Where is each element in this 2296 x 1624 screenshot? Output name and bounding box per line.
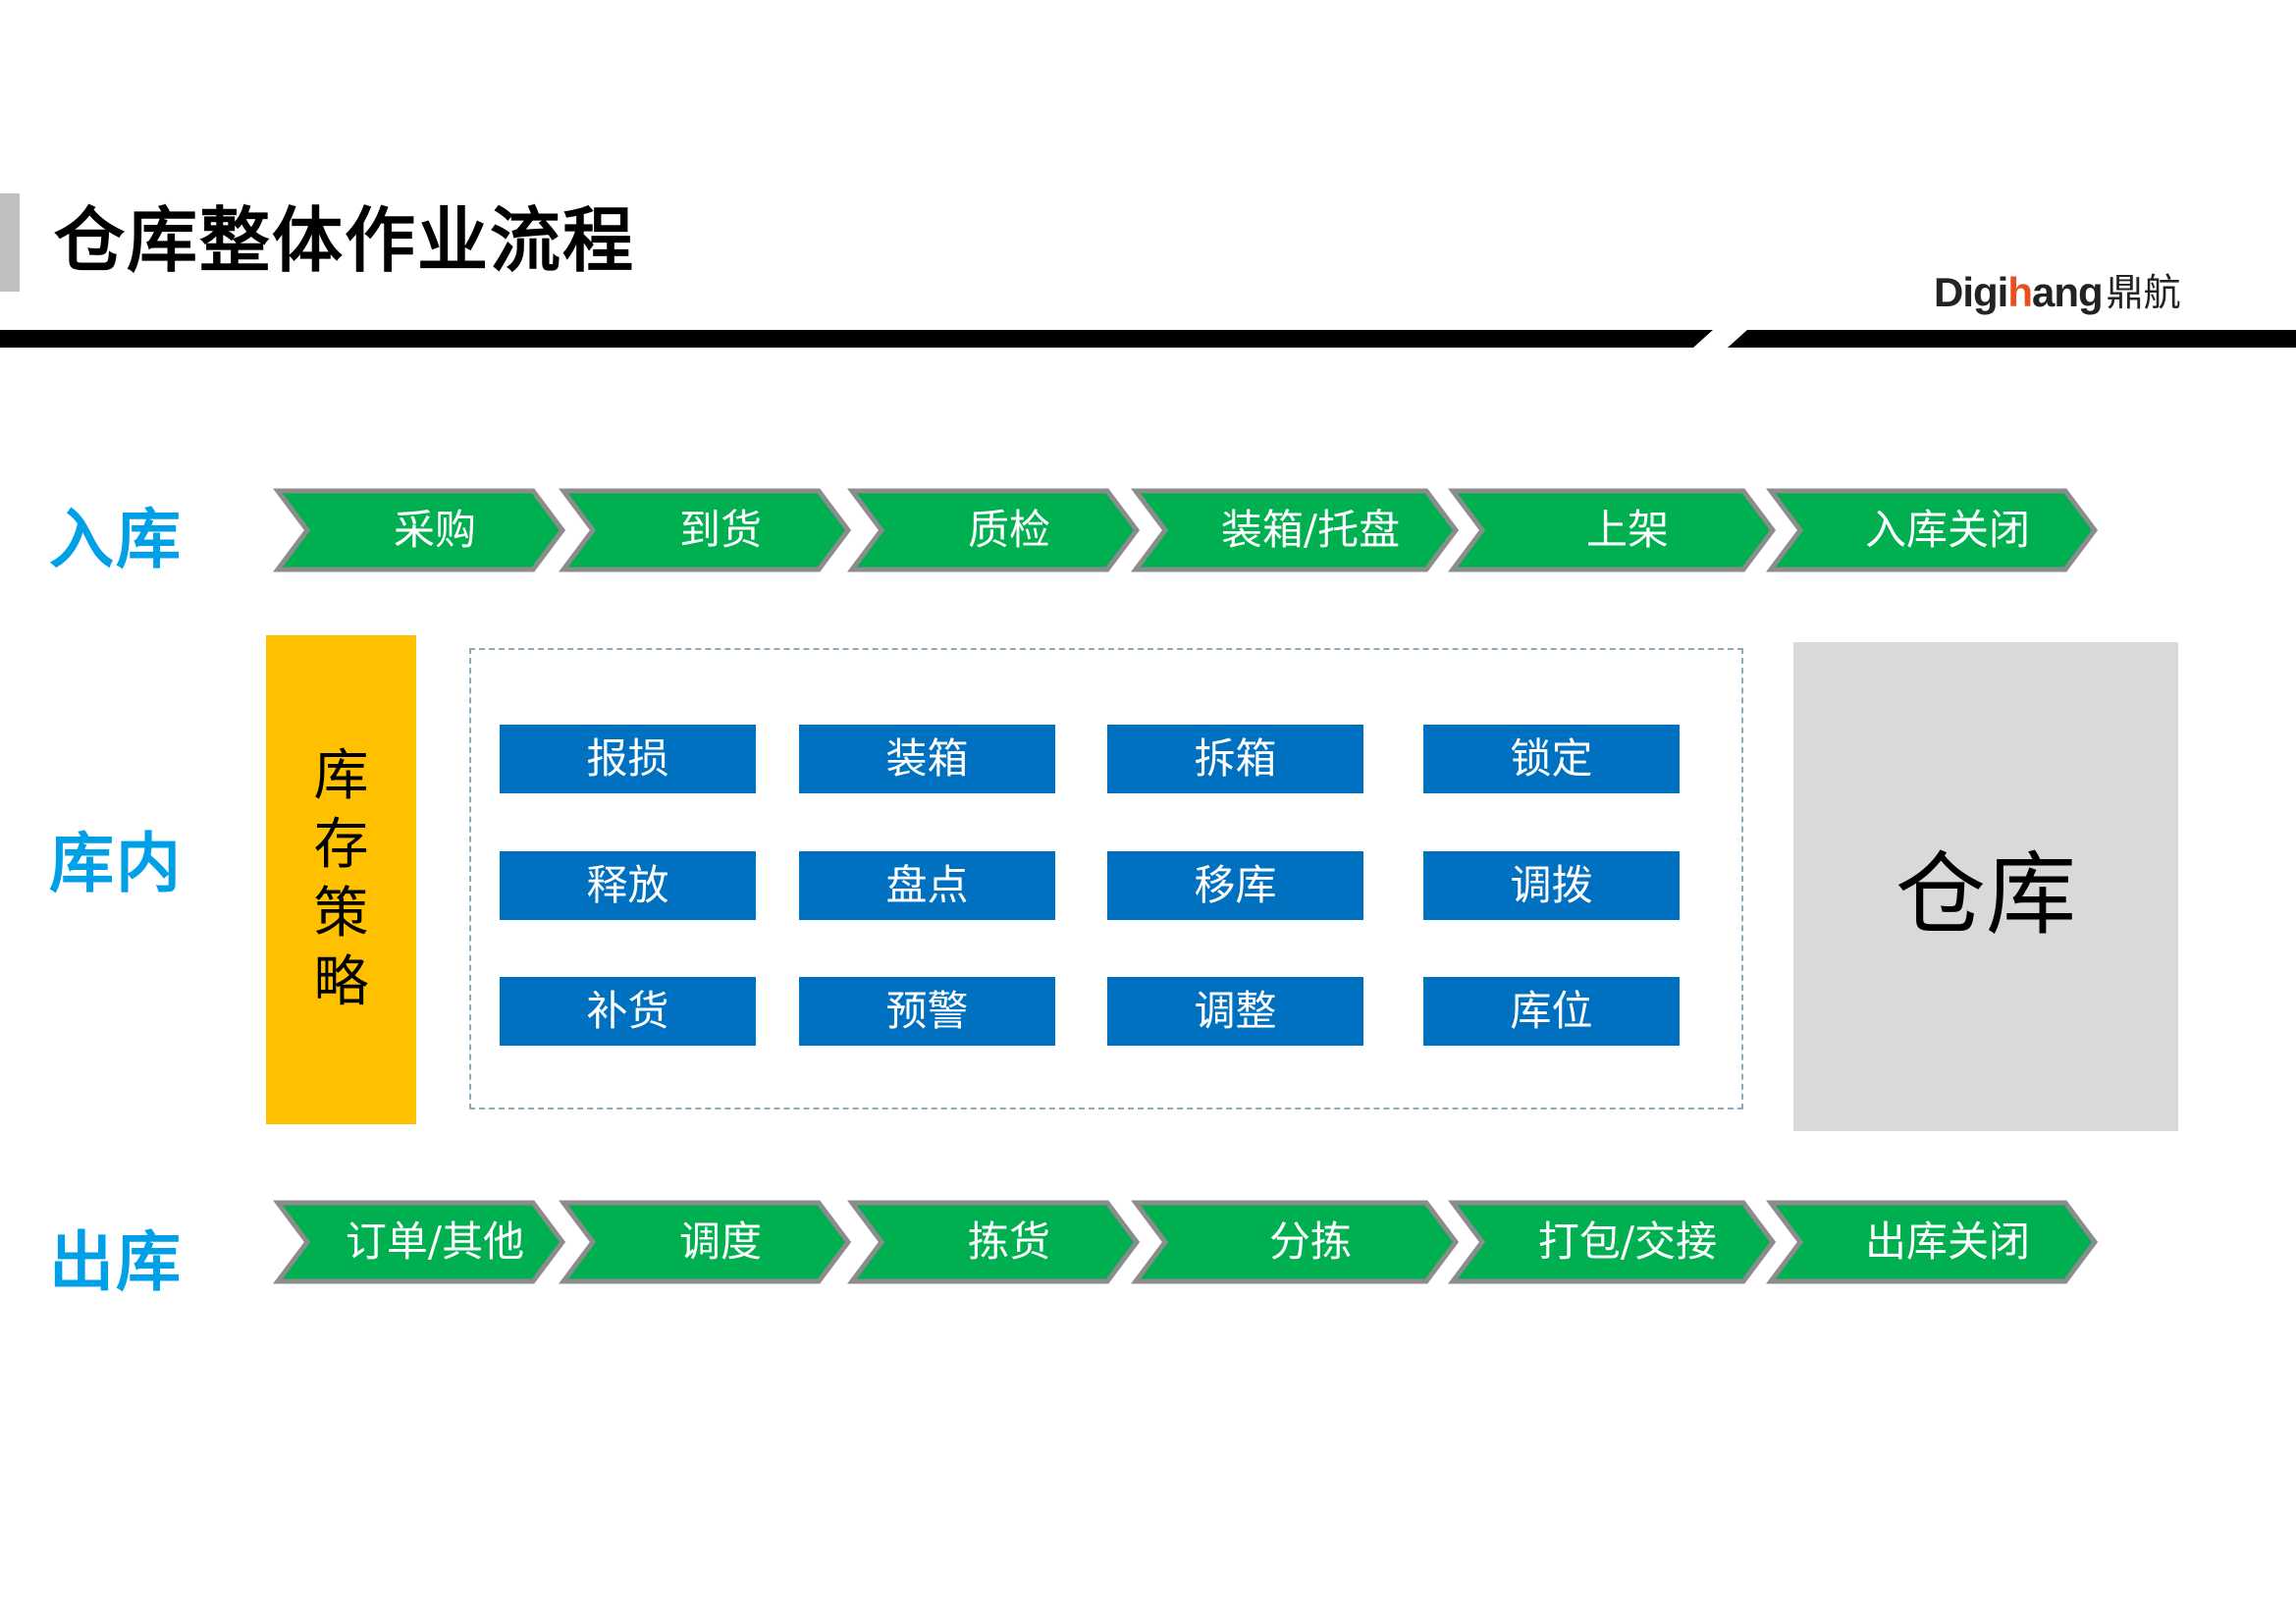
operation-box: 释放 — [500, 851, 756, 920]
row-label-outbound: 出库 — [49, 1224, 183, 1300]
outbound-step-label: 出库关闭 — [1864, 1218, 2030, 1266]
inbound-step-label: 上架 — [1585, 506, 1669, 554]
operation-box: 装箱 — [799, 725, 1055, 793]
inbound-step-label: 到货 — [678, 506, 762, 554]
operation-box: 拆箱 — [1107, 725, 1363, 793]
inbound-step-chevron — [1766, 488, 2099, 572]
inventory-strategy-box: 库 存 策 略 — [266, 635, 416, 1124]
operation-box: 调整 — [1107, 977, 1363, 1046]
outbound-step-label: 打包/交接 — [1537, 1218, 1718, 1266]
row-label-inbound: 入库 — [49, 502, 183, 577]
outbound-step-label: 调度 — [678, 1218, 762, 1266]
strategy-char: 存 — [313, 813, 369, 877]
company-logo: Digihang 鼎航 — [1934, 257, 2181, 316]
warehouse-label: 仓库 — [1895, 841, 2076, 947]
strategy-char: 策 — [313, 882, 369, 946]
outbound-step-chevron — [273, 1200, 566, 1284]
operation-box: 调拨 — [1423, 851, 1680, 920]
outbound-step-chevron — [1448, 1200, 1777, 1284]
outbound-step-chevron — [847, 1200, 1141, 1284]
inbound-step-chevron — [273, 488, 566, 572]
inbound-step-label: 装箱/托盘 — [1220, 506, 1401, 554]
outbound-step-label: 拣货 — [967, 1218, 1050, 1266]
row-label-internal: 库内 — [49, 826, 183, 901]
operation-box: 补货 — [500, 977, 756, 1046]
title-accent-bar — [0, 193, 20, 292]
strategy-char: 库 — [313, 744, 369, 808]
page-title: 仓库整体作业流程 — [54, 199, 636, 282]
operation-box: 移库 — [1107, 851, 1363, 920]
logo-chinese: 鼎航 — [2106, 271, 2181, 314]
inbound-step-label: 采购 — [393, 506, 476, 554]
inbound-step-chevron — [559, 488, 852, 572]
operation-box: 锁定 — [1423, 725, 1680, 793]
logo-latin: Digihang — [1934, 269, 2104, 315]
outbound-step-label: 订单/其他 — [345, 1218, 525, 1266]
outbound-step-label: 分拣 — [1268, 1218, 1352, 1266]
warehouse-box: 仓库 — [1793, 642, 2178, 1131]
inbound-step-chevron — [847, 488, 1141, 572]
header-divider — [0, 330, 2296, 348]
inbound-step-label: 入库关闭 — [1864, 506, 2030, 554]
inbound-step-chevron — [1448, 488, 1777, 572]
inbound-step-label: 质检 — [967, 506, 1050, 554]
outbound-step-chevron — [1131, 1200, 1460, 1284]
operation-box: 库位 — [1423, 977, 1680, 1046]
strategy-char: 略 — [313, 950, 369, 1014]
operation-box: 预警 — [799, 977, 1055, 1046]
inbound-step-chevron — [1131, 488, 1460, 572]
operation-box: 报损 — [500, 725, 756, 793]
outbound-step-chevron — [559, 1200, 852, 1284]
operation-box: 盘点 — [799, 851, 1055, 920]
outbound-step-chevron — [1766, 1200, 2099, 1284]
